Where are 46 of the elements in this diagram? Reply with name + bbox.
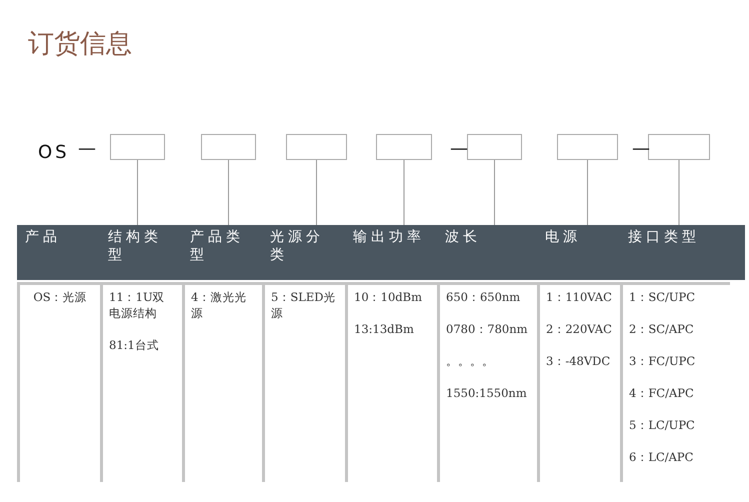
cell-text: 81:1台式 [109,337,160,353]
cell-text: 5：LC/UPC [629,417,696,433]
leader-line [494,160,495,226]
cell-text: 650：650nm [446,289,522,305]
cell-text: 4：FC/APC [629,385,695,401]
leader-line [137,160,138,226]
cell-text: 1：SC/UPC [629,289,696,305]
cell-text: 1：110VAC [546,289,613,305]
column-header: 产品类型 [186,228,262,264]
blank-box [648,134,710,160]
cell-text: 4：激光光源 [191,289,248,321]
leader-line [316,160,317,226]
separator-dash: — [78,138,99,159]
cell-text: 6：LC/APC [629,449,694,465]
cell-text: 11：1U双电源结构 [109,289,166,321]
cell-text: 1550:1550nm [446,385,528,401]
separator-dash: — [632,138,653,159]
cell-text: 2：SC/APC [629,321,695,337]
cell-text: 0780：780nm [446,321,529,337]
cell-text: 。。。。 [446,353,495,369]
column-header: 波长 [441,228,537,246]
blank-box [557,134,618,160]
column-header: 产品 [21,228,100,246]
separator-dash: — [450,138,471,159]
blank-box [110,134,165,160]
cell-text: 10：10dBm [354,289,423,305]
page-title: 订货信息 [28,28,132,61]
blank-box [376,134,432,160]
cell-text: 2：220VAC [546,321,613,337]
cell-text: 13:13dBm [354,321,415,337]
blank-box [201,134,256,160]
cell-text: 3：-48VDC [546,353,612,369]
column-header: 输出功率 [349,228,437,246]
code-prefix: OS [38,142,70,163]
blank-box [286,134,347,160]
cell-text: 3：FC/UPC [629,353,696,369]
column-header: 电源 [541,228,620,246]
cell-text: OS：光源 [32,289,88,305]
leader-line [587,160,588,226]
column-header: 光源分类 [266,228,345,264]
column-header: 接口类型 [624,228,730,246]
leader-line [228,160,229,226]
blank-box [467,134,522,160]
column-header: 结构类型 [104,228,182,264]
cell-text: 5：SLED光源 [271,289,336,321]
leader-line [678,160,680,226]
